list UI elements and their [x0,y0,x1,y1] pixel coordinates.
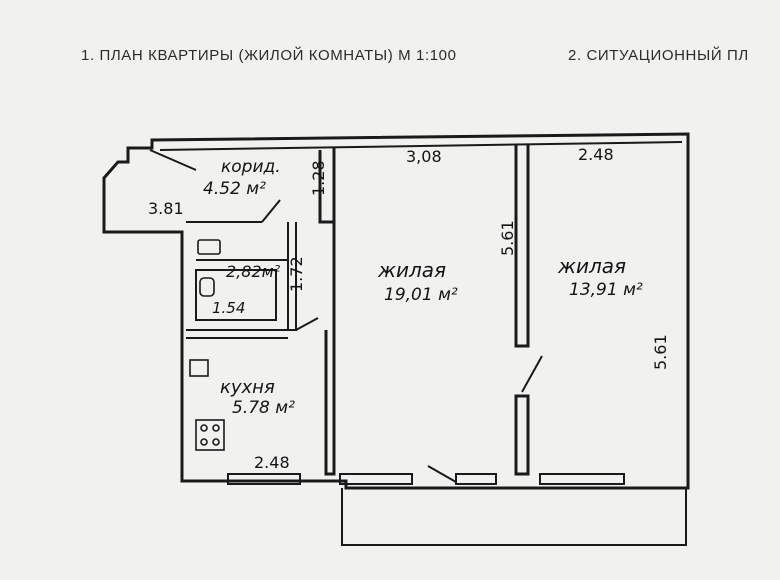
bathroom-area: 2,82м² [226,262,281,281]
living-2-area: 13,91 м² [569,280,643,300]
corridor-area: 4.52 м² [203,179,266,199]
corridor-depth-dim: 1.28 [309,160,328,196]
living-rooms-partition [514,144,530,348]
corridor-walls [149,148,336,224]
entrance-door-swing [149,149,197,171]
toilet-wall [195,269,277,321]
burner-icon [212,438,220,446]
stove-icon [195,419,225,451]
corridor-door-swing [261,199,281,223]
corridor-name: корид. [221,157,281,177]
burner-icon [200,424,208,432]
toilet-icon [199,277,215,297]
kitchen-name: кухня [220,377,275,398]
corridor-width-dim: 3.81 [148,199,184,218]
kitchen-block [189,222,336,485]
kitchen-width-dim: 2.48 [254,453,290,472]
bathroom-door-swing [295,317,319,331]
burner-icon [200,438,208,446]
living-1-depth-dim: 5.61 [498,220,517,256]
living-2-window [539,473,625,485]
balcony-door [455,473,497,485]
living-2-depth-dim: 5.61 [651,334,670,370]
balcony-outline [341,488,687,546]
living-rooms-partition-lower [514,394,530,476]
living-1-width-dim: 3,08 [406,147,442,166]
living-2-door-swing [521,355,543,393]
top-wall-inner-line [159,141,683,151]
sink-icon [189,359,209,377]
kitchen-area: 5.78 м² [232,398,295,418]
living-1-window [339,473,413,485]
corridor-right-wall [318,148,336,224]
bathroom-block [186,222,319,339]
bathroom-lower-wall [186,329,288,339]
living-2-name: жилая [557,254,626,278]
bathroom-right-wall [287,222,297,331]
living-1-area: 19,01 м² [384,285,458,305]
situation-plan-title: 2. СИТУАЦИОННЫЙ ПЛ [568,47,749,64]
top-outer-wall [102,132,690,490]
kitchen-window [227,473,301,485]
plan-header: 1. ПЛАН КВАРТИРЫ (ЖИЛОЙ КОМНАТЫ) М 1:100… [0,45,780,69]
living-partitions [339,144,625,485]
balcony-door-swing [427,465,457,483]
washbasin-icon [197,239,221,255]
toilet-area: 1.54 [212,299,245,317]
burner-icon [212,424,220,432]
bathroom-depth-dim: 1.72 [287,256,306,292]
plan-title: 1. ПЛАН КВАРТИРЫ (ЖИЛОЙ КОМНАТЫ) М 1:100 [81,47,457,64]
living-2-width-dim: 2.48 [578,145,614,164]
kitchen-right-wall [324,222,336,476]
living-1-name: жилая [377,258,446,282]
outer-walls [102,132,690,490]
